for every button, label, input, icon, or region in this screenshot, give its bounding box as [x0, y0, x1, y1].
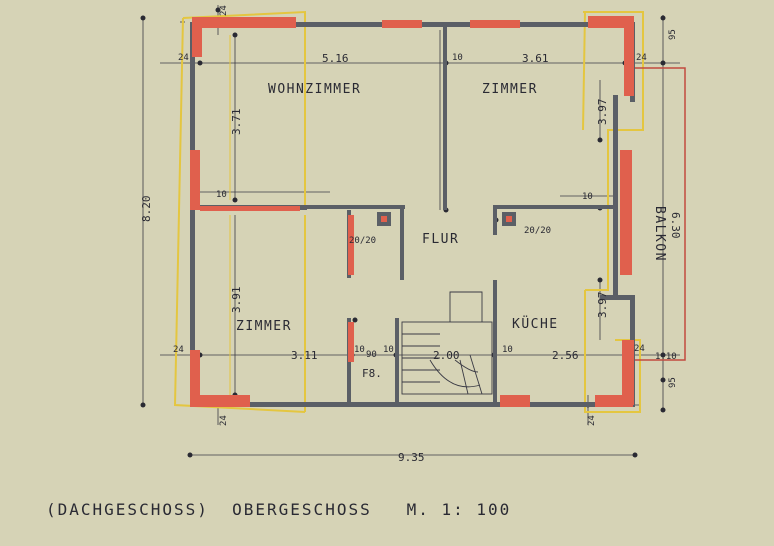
chimneys: [377, 212, 516, 226]
dim-wall-inner-b3: 10: [502, 345, 513, 355]
room-label-balkon: BALKON: [652, 206, 667, 262]
yellow-outline: [173, 10, 644, 413]
dim-zimmer-top-right-depth: 3.97: [596, 99, 609, 126]
drawing-title: (DACHGESCHOSS) OBERGESCHOSS M. 1: 100: [46, 500, 511, 519]
dim-wall-tl-left: 24: [178, 53, 189, 63]
room-label-kueche: KÜCHE: [512, 315, 559, 332]
dim-balkon-depth: 1.10: [655, 352, 677, 362]
dim-chimney-left: 20/20: [349, 236, 376, 246]
staircase: [401, 291, 493, 395]
dim-balkon-offset-bottom: 95: [668, 377, 678, 388]
balcony-outline: [632, 67, 686, 361]
dim-wc-width: 90: [366, 350, 377, 360]
room-label-wohnzimmer: WOHNZIMMER: [268, 82, 361, 97]
dim-wall-inner-right: 10: [582, 192, 593, 202]
dim-kueche-width: 2.56: [552, 349, 579, 362]
dim-overall-width: 9.35: [398, 451, 425, 464]
room-label-zimmer-top: ZIMMER: [482, 82, 538, 97]
dim-balkon-offset-top: 95: [668, 29, 678, 40]
room-label-zimmer-bottom: ZIMMER: [236, 319, 292, 334]
room-label-wc: F8.: [362, 367, 382, 380]
dim-stair-width: 2.00: [433, 349, 460, 362]
dim-wall-inner-b1: 10: [354, 345, 365, 355]
dim-wohnzimmer-depth: 3.71: [230, 109, 243, 136]
dim-wall-inner-left: 10: [216, 190, 227, 200]
dim-wall-br-bottom: 24: [587, 415, 597, 426]
dim-zimmer-top-width: 3.61: [522, 52, 549, 65]
dim-wall-tr: 24: [636, 53, 647, 63]
dim-wall-inner-top: 10: [452, 53, 463, 63]
dim-balkon-length: 6.30: [669, 212, 682, 239]
dim-wall-bl-bottom: 24: [219, 415, 229, 426]
masonry-segments: [190, 16, 634, 407]
dim-zimmer-bottom-depth: 3.91: [230, 287, 243, 314]
dim-wall-tl-top: 24: [219, 5, 229, 16]
dim-wall-br-right: 24: [634, 344, 645, 354]
dim-kueche-depth: 3.97: [596, 292, 609, 319]
dim-overall-depth: 8.20: [140, 196, 153, 223]
dim-chimney-right: 20/20: [524, 226, 551, 236]
dim-wall-inner-b2: 10: [383, 345, 394, 355]
dim-zimmer-bottom-width: 3.11: [291, 349, 318, 362]
room-label-flur: FLUR: [422, 232, 459, 247]
dim-wall-bl-left: 24: [173, 345, 184, 355]
dim-wohnzimmer-width: 5.16: [322, 52, 349, 65]
